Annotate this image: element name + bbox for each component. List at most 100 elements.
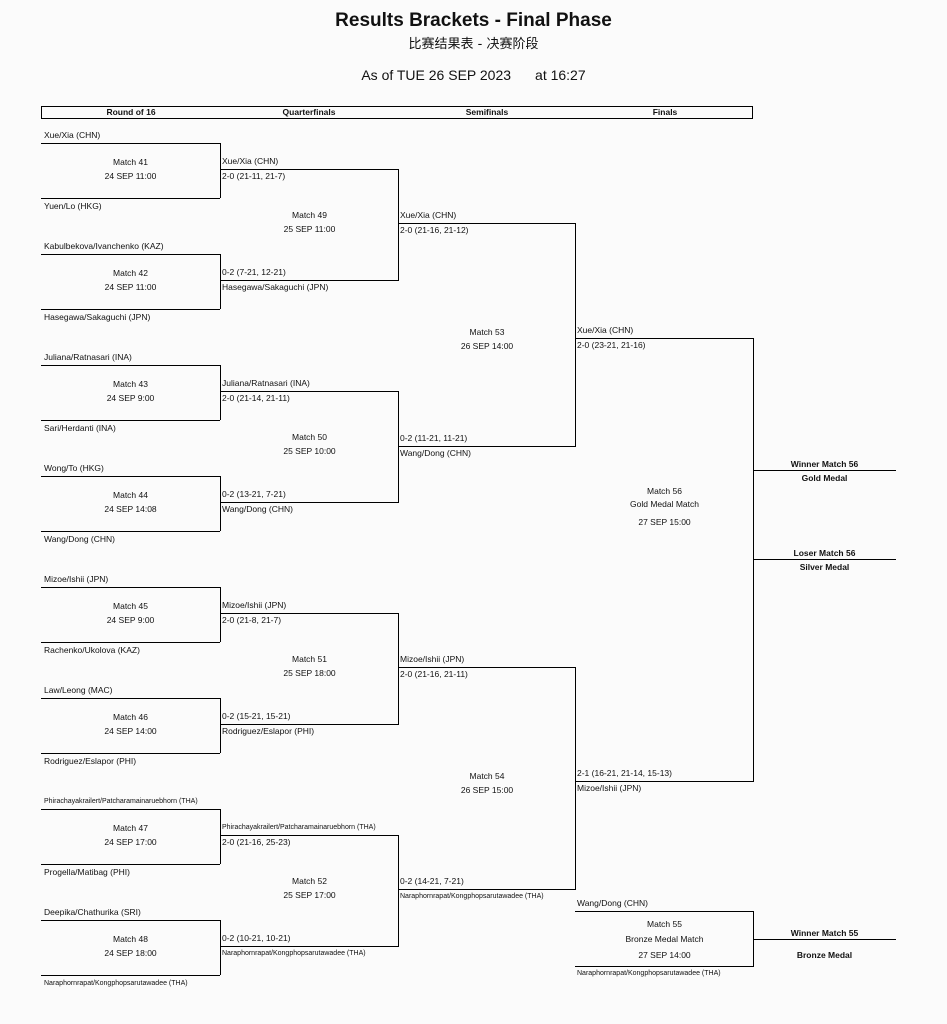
r16-team-top-5: Mizoe/Ishii (JPN) xyxy=(44,574,109,584)
silver-medal-line xyxy=(753,559,896,560)
sf-line-2 xyxy=(398,446,576,447)
r16-connector-1 xyxy=(220,143,221,198)
qf-entry-bottom-2: Hasegawa/Sakaguchi (JPN) xyxy=(222,282,329,292)
qf-match-time-2: 25 SEP 10:00 xyxy=(283,446,336,456)
round-header-final: Finals xyxy=(652,107,678,117)
r16-team-bottom-3: Sari/Herdanti (INA) xyxy=(44,423,116,433)
r16-team-bottom-6: Rodriguez/Eslapor (PHI) xyxy=(44,756,137,766)
qf-line-7 xyxy=(220,835,399,836)
qf-entry-top-6: 0-2 (15-21, 15-21) xyxy=(222,711,291,721)
r16-team-top-7: Phirachayakrailert/Patcharamainaruebhorn… xyxy=(44,798,198,805)
r16-connector-6 xyxy=(220,698,221,753)
bronze-match-name: Bronze Medal Match xyxy=(625,934,704,944)
bronze-medal-line xyxy=(753,939,896,940)
sf-entry-top-2: 0-2 (11-21, 11-21) xyxy=(400,433,468,443)
qf-line-6 xyxy=(220,724,399,725)
qf-entry-top-1: Xue/Xia (CHN) xyxy=(222,156,279,166)
r16-team-bottom-2: Hasegawa/Sakaguchi (JPN) xyxy=(44,312,151,322)
r16-connector-3 xyxy=(220,365,221,420)
qf-match-number-2: Match 50 xyxy=(292,432,327,442)
r16-top-line-5 xyxy=(41,587,220,588)
r16-bottom-line-1 xyxy=(41,198,220,199)
gold-medal-label: Gold Medal xyxy=(801,473,848,483)
r16-match-number-6: Match 46 xyxy=(113,712,148,722)
r16-match-time-4: 24 SEP 14:08 xyxy=(104,504,157,514)
r16-connector-2 xyxy=(220,254,221,309)
r16-match-number-3: Match 43 xyxy=(113,379,148,389)
qf-match-number-3: Match 51 xyxy=(292,654,327,664)
winner-55-label: Winner Match 55 xyxy=(790,928,859,938)
qf-connector-1 xyxy=(398,169,399,280)
bronze-bottom-line xyxy=(575,966,754,967)
gold-match-name: Gold Medal Match xyxy=(630,499,699,509)
sf-match-number-1: Match 53 xyxy=(469,327,505,337)
r16-team-bottom-8: Naraphornrapat/Kongphopsarutawadee (THA) xyxy=(44,980,188,987)
r16-match-number-2: Match 42 xyxy=(113,268,148,278)
round-header-r16: Round of 16 xyxy=(106,107,156,117)
r16-bottom-line-3 xyxy=(41,420,220,421)
r16-bottom-line-6 xyxy=(41,753,220,754)
r16-connector-5 xyxy=(220,587,221,642)
qf-entry-top-7: Phirachayakrailert/Patcharamainaruebhorn… xyxy=(222,824,376,831)
r16-match-number-8: Match 48 xyxy=(113,934,148,944)
gold-match-number: Match 56 xyxy=(647,486,682,496)
sf-entry-top-3: Mizoe/Ishii (JPN) xyxy=(400,654,465,664)
sf-entry-top-4: 0-2 (14-21, 7-21) xyxy=(400,876,464,886)
r16-match-number-5: Match 45 xyxy=(113,601,148,611)
r16-bottom-line-5 xyxy=(41,642,220,643)
r16-bottom-line-2 xyxy=(41,309,220,310)
r16-team-bottom-7: Progella/Matibag (PHI) xyxy=(44,867,130,877)
as-of-date: As of TUE 26 SEP 2023 xyxy=(361,67,512,83)
page-title: Results Brackets - Final Phase xyxy=(335,10,612,31)
qf-entry-bottom-3: 2-0 (21-14, 21-11) xyxy=(222,393,290,403)
r16-team-bottom-4: Wang/Dong (CHN) xyxy=(44,534,116,544)
qf-match-time-1: 25 SEP 11:00 xyxy=(283,224,336,234)
final-entry-top-2: 2-1 (16-21, 21-14, 15-13) xyxy=(577,768,672,778)
qf-line-5 xyxy=(220,613,399,614)
sf-match-number-2: Match 54 xyxy=(469,771,505,781)
r16-top-line-8 xyxy=(41,920,220,921)
winner-56-label: Winner Match 56 xyxy=(790,459,859,469)
r16-team-top-1: Xue/Xia (CHN) xyxy=(44,130,101,140)
gold-match-time: 27 SEP 15:00 xyxy=(638,517,691,527)
sf-entry-bottom-4: Naraphornrapat/Kongphopsarutawadee (THA) xyxy=(400,893,544,900)
page-subtitle: 比赛结果表 - 决赛阶段 xyxy=(408,37,539,52)
qf-line-2 xyxy=(220,280,399,281)
qf-match-time-4: 25 SEP 17:00 xyxy=(283,890,336,900)
qf-line-4 xyxy=(220,502,399,503)
r16-top-line-1 xyxy=(41,143,220,144)
r16-match-time-1: 24 SEP 11:00 xyxy=(104,171,157,181)
r16-team-top-6: Law/Leong (MAC) xyxy=(44,685,113,695)
final-entry-bottom-2: Mizoe/Ishii (JPN) xyxy=(577,783,642,793)
bronze-match-number: Match 55 xyxy=(647,919,682,929)
sf-line-3 xyxy=(398,667,576,668)
qf-line-1 xyxy=(220,169,399,170)
bronze-match-time: 27 SEP 14:00 xyxy=(638,950,691,960)
bronze-connector xyxy=(753,911,754,966)
gold-medal-line xyxy=(753,470,896,471)
qf-line-3 xyxy=(220,391,399,392)
r16-top-line-7 xyxy=(41,809,220,810)
qf-entry-bottom-8: Naraphornrapat/Kongphopsarutawadee (THA) xyxy=(222,950,366,957)
qf-entry-top-5: Mizoe/Ishii (JPN) xyxy=(222,600,287,610)
r16-team-bottom-5: Rachenko/Ukolova (KAZ) xyxy=(44,645,140,655)
r16-team-bottom-1: Yuen/Lo (HKG) xyxy=(44,201,102,211)
qf-entry-bottom-5: 2-0 (21-8, 21-7) xyxy=(222,615,282,625)
qf-match-number-4: Match 52 xyxy=(292,876,327,886)
sf-entry-top-1: Xue/Xia (CHN) xyxy=(400,210,457,220)
qf-entry-top-8: 0-2 (10-21, 10-21) xyxy=(222,933,291,943)
qf-match-time-3: 25 SEP 18:00 xyxy=(283,668,336,678)
qf-connector-3 xyxy=(398,613,399,724)
qf-entry-bottom-4: Wang/Dong (CHN) xyxy=(222,504,294,514)
r16-top-line-4 xyxy=(41,476,220,477)
sf-connector-1 xyxy=(575,223,576,446)
sf-line-4 xyxy=(398,889,576,890)
qf-entry-bottom-1: 2-0 (21-11, 21-7) xyxy=(222,171,286,181)
qf-match-number-1: Match 49 xyxy=(292,210,327,220)
r16-match-number-4: Match 44 xyxy=(113,490,148,500)
r16-top-line-2 xyxy=(41,254,220,255)
r16-connector-8 xyxy=(220,920,221,975)
r16-team-top-2: Kabulbekova/Ivanchenko (KAZ) xyxy=(44,241,164,251)
r16-match-time-3: 24 SEP 9:00 xyxy=(106,393,155,403)
